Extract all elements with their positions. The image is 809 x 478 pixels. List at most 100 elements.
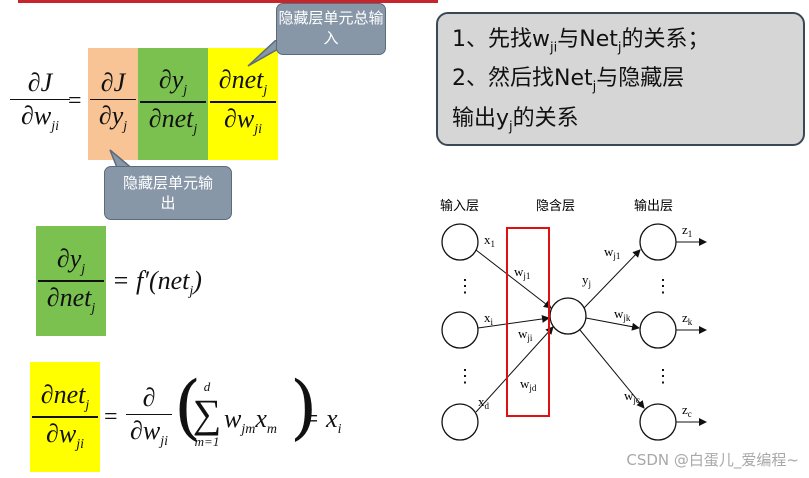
eq1-factor-1: ∂J ∂yj — [88, 66, 138, 138]
edge-yj-zc — [579, 329, 645, 409]
eq3-den-sub: ji — [76, 436, 84, 452]
fraction-bar — [38, 280, 104, 282]
label-z1: z1 — [682, 222, 692, 239]
note-text: 输出y — [452, 105, 510, 131]
eq3-term2-sub: m — [266, 422, 278, 438]
eq3-num: ∂net — [40, 380, 86, 410]
eq3-d-den-sub: ji — [160, 434, 168, 450]
note-text: 的关系 — [512, 105, 579, 131]
eq1-lhs-fraction: ∂J ∂wji — [8, 66, 72, 138]
left-paren: ( — [174, 366, 202, 448]
note-line-1: 1、先找wji与Netj的关系； — [452, 24, 789, 63]
input-layer-label: 输入层 — [440, 198, 479, 214]
eq2-rhs-text: = f′(net — [112, 266, 190, 295]
eq2-den-sub: j — [91, 300, 96, 316]
label-zk: zk — [682, 310, 693, 327]
edge-yj-zk — [585, 317, 640, 331]
dots-input-bottom: ⋮ — [456, 366, 474, 386]
eq1-lhs-den-sub: ji — [51, 119, 59, 135]
right-paren: ) — [290, 366, 318, 448]
note-text: 1、先找w — [452, 27, 550, 52]
note-text: 与隐藏层 — [596, 66, 685, 92]
eq1-f1-den: ∂y — [98, 101, 124, 131]
eq1-f3-num-sub: j — [263, 83, 268, 99]
label-wjc: wjc — [624, 388, 640, 405]
fraction-bar — [210, 101, 276, 103]
eq3-num-sub: j — [85, 398, 90, 414]
note-text: 的关系； — [621, 27, 710, 52]
hidden-layer-label: 隐含层 — [536, 198, 575, 214]
output-node-k — [639, 311, 677, 349]
eq3-equals: = — [104, 404, 118, 430]
top-accent-line — [18, 0, 438, 3]
dots-output-top: ⋮ — [654, 276, 672, 296]
callout-hidden-input: 隐藏层单元总输入 — [276, 3, 386, 55]
note-text: 与Net — [557, 27, 618, 52]
eq1-f3-den: ∂w — [224, 103, 255, 133]
eq2-num: ∂y — [56, 244, 82, 274]
eq1-f2-den: ∂net — [148, 103, 194, 133]
yellow-highlight — [208, 48, 278, 160]
edge-xi-yj — [477, 315, 550, 329]
eq1-factor-2: ∂yj ∂netj — [138, 66, 208, 138]
fraction-bar — [140, 101, 206, 103]
output-node-1 — [639, 223, 677, 261]
fraction-bar — [32, 416, 98, 418]
eq3-term2: x — [255, 404, 267, 433]
eq3-lhs-fraction: ∂netj ∂wji — [30, 378, 100, 456]
eq3-result-text: = x — [302, 404, 338, 433]
note-sub: j — [509, 119, 513, 135]
callout-hidden-output: 隐藏层单元输出 — [104, 166, 232, 220]
dots-input-top: ⋮ — [456, 276, 474, 296]
eq2-rhs-sub: j — [189, 284, 194, 300]
label-wj1-out: wj1 — [604, 244, 620, 261]
sum-bottom: m=1 — [194, 434, 220, 449]
eq2-fraction: ∂yj ∂netj — [36, 242, 106, 320]
eq1-f2-den-sub: j — [193, 121, 198, 137]
input-node-1 — [441, 223, 479, 261]
label-xd: xd — [478, 394, 490, 411]
note-sub: j — [592, 79, 597, 95]
eq3-derivative: ∂ ∂wji — [124, 378, 174, 456]
eq1-lhs-den: ∂w — [21, 101, 52, 131]
label-xi: xi — [484, 310, 494, 327]
eq3-den: ∂w — [46, 418, 77, 448]
eq3-d-den: ∂w — [130, 416, 161, 446]
sum-top: d — [203, 379, 211, 394]
highlight-weights-box — [506, 227, 550, 417]
input-node-d — [441, 403, 479, 441]
fraction-bar — [126, 413, 172, 416]
fraction-bar — [10, 98, 70, 101]
label-yj: yj — [582, 272, 591, 289]
note-line-2: 2、然后找Netj与隐藏层 — [452, 63, 789, 102]
note-text: 2、然后找Net — [452, 66, 593, 92]
eq1-equals: = — [68, 88, 82, 114]
note-sub: j — [617, 40, 622, 56]
label-wjk: wjk — [614, 306, 631, 323]
label-wji: wji — [518, 326, 533, 343]
eq2-den: ∂net — [46, 282, 92, 312]
edge-yj-z1 — [583, 249, 641, 309]
label-x1: x1 — [484, 232, 495, 249]
label-wjd: wjd — [520, 376, 537, 393]
eq3-term-sub: jm — [241, 422, 256, 438]
eq1-f1-den-sub: j — [123, 119, 128, 135]
watermark: CSDN @白蛋儿_爱编程~ — [626, 451, 799, 469]
eq1-factor-3: ∂netj ∂wji — [208, 66, 278, 138]
dots-output-bottom: ⋮ — [654, 366, 672, 386]
eq2-num-sub: j — [81, 262, 86, 278]
eq2-rhs-close: ) — [193, 266, 202, 295]
note-line-3: 输出yj的关系 — [452, 103, 789, 142]
input-node-i — [441, 311, 479, 349]
network-diagram: 输入层 隐含层 输出层 x1 xi xd wj1 wji wjd yj wj1 … — [440, 198, 707, 441]
fraction-bar — [90, 98, 136, 101]
eq1-f2-num: ∂y — [158, 65, 184, 95]
eq3-terms: wjmxm — [224, 404, 277, 438]
eq1-f2-num-sub: j — [183, 83, 188, 99]
eq2-rhs: = f′(netj) — [112, 266, 202, 300]
eq3-result: = xi — [302, 404, 341, 438]
edge-xd-yj — [475, 326, 554, 413]
green-highlight — [138, 48, 208, 160]
label-wj1: wj1 — [514, 264, 530, 281]
eq1-f3-num: ∂net — [218, 65, 264, 95]
